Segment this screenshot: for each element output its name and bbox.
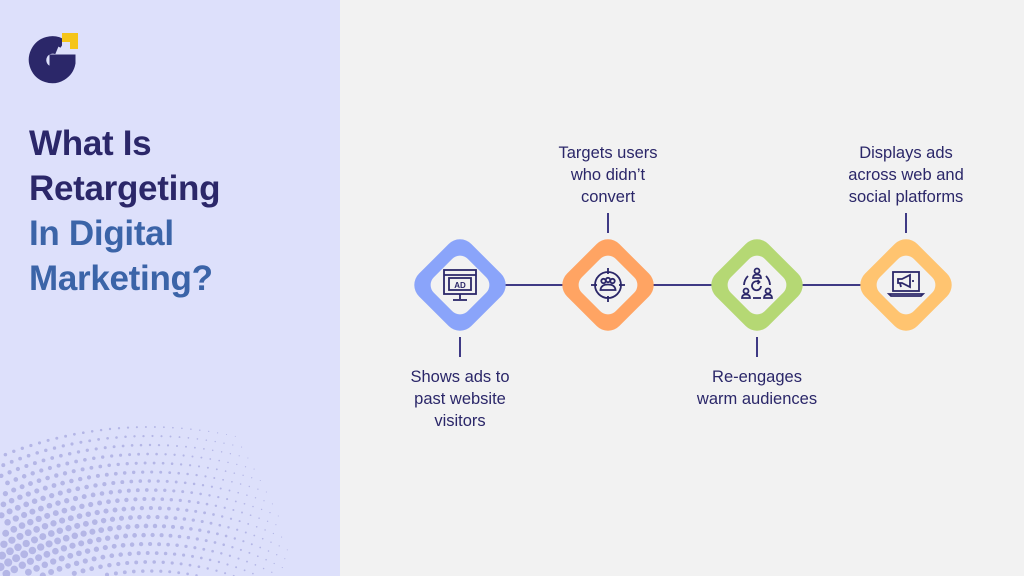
step-4-label: Displays ads across web and social platf… — [816, 142, 996, 208]
step-3-label-line-2: warm audiences — [696, 390, 818, 408]
target-audience-icon — [591, 268, 625, 302]
step-2-label-line-3: convert — [580, 188, 636, 206]
step-1-label: Shows ads to past website visitors — [370, 366, 550, 432]
step-diamond-3 — [711, 239, 803, 331]
step-3-label: Re-engages warm audiences — [667, 366, 847, 410]
step-4-label-line-3: social platforms — [848, 188, 964, 206]
step-1-label-line-3: visitors — [434, 412, 486, 430]
g-logo-icon — [28, 33, 78, 84]
title-line-4: Marketing? — [29, 259, 213, 298]
step-1-label-line-1: Shows ads to — [410, 368, 510, 386]
title-line-1: What Is — [29, 124, 152, 163]
laptop-megaphone-icon — [886, 271, 926, 297]
title-line-2: Retargeting — [29, 169, 221, 208]
page-title: What Is Retargeting In Digital Marketing… — [29, 121, 220, 301]
step-2-label-line-2: who didn’t — [570, 166, 646, 184]
step-1-label-line-2: past website — [414, 390, 506, 408]
svg-text:AD: AD — [454, 281, 466, 290]
diagram-area: AD — [340, 0, 1024, 576]
step-4-label-line-1: Displays ads — [859, 144, 953, 162]
title-line-3: In Digital — [29, 214, 174, 253]
step-2-label: Targets users who didn’t convert — [518, 142, 698, 208]
step-2-label-line-1: Targets users — [558, 144, 658, 162]
re-engage-audience-icon — [741, 267, 773, 299]
left-panel: What Is Retargeting In Digital Marketing… — [0, 0, 340, 576]
halftone-dots-decoration — [0, 426, 288, 576]
ad-monitor-icon: AD — [443, 269, 477, 301]
step-4-label-line-2: across web and — [848, 166, 964, 184]
step-3-label-line-1: Re-engages — [712, 368, 802, 386]
